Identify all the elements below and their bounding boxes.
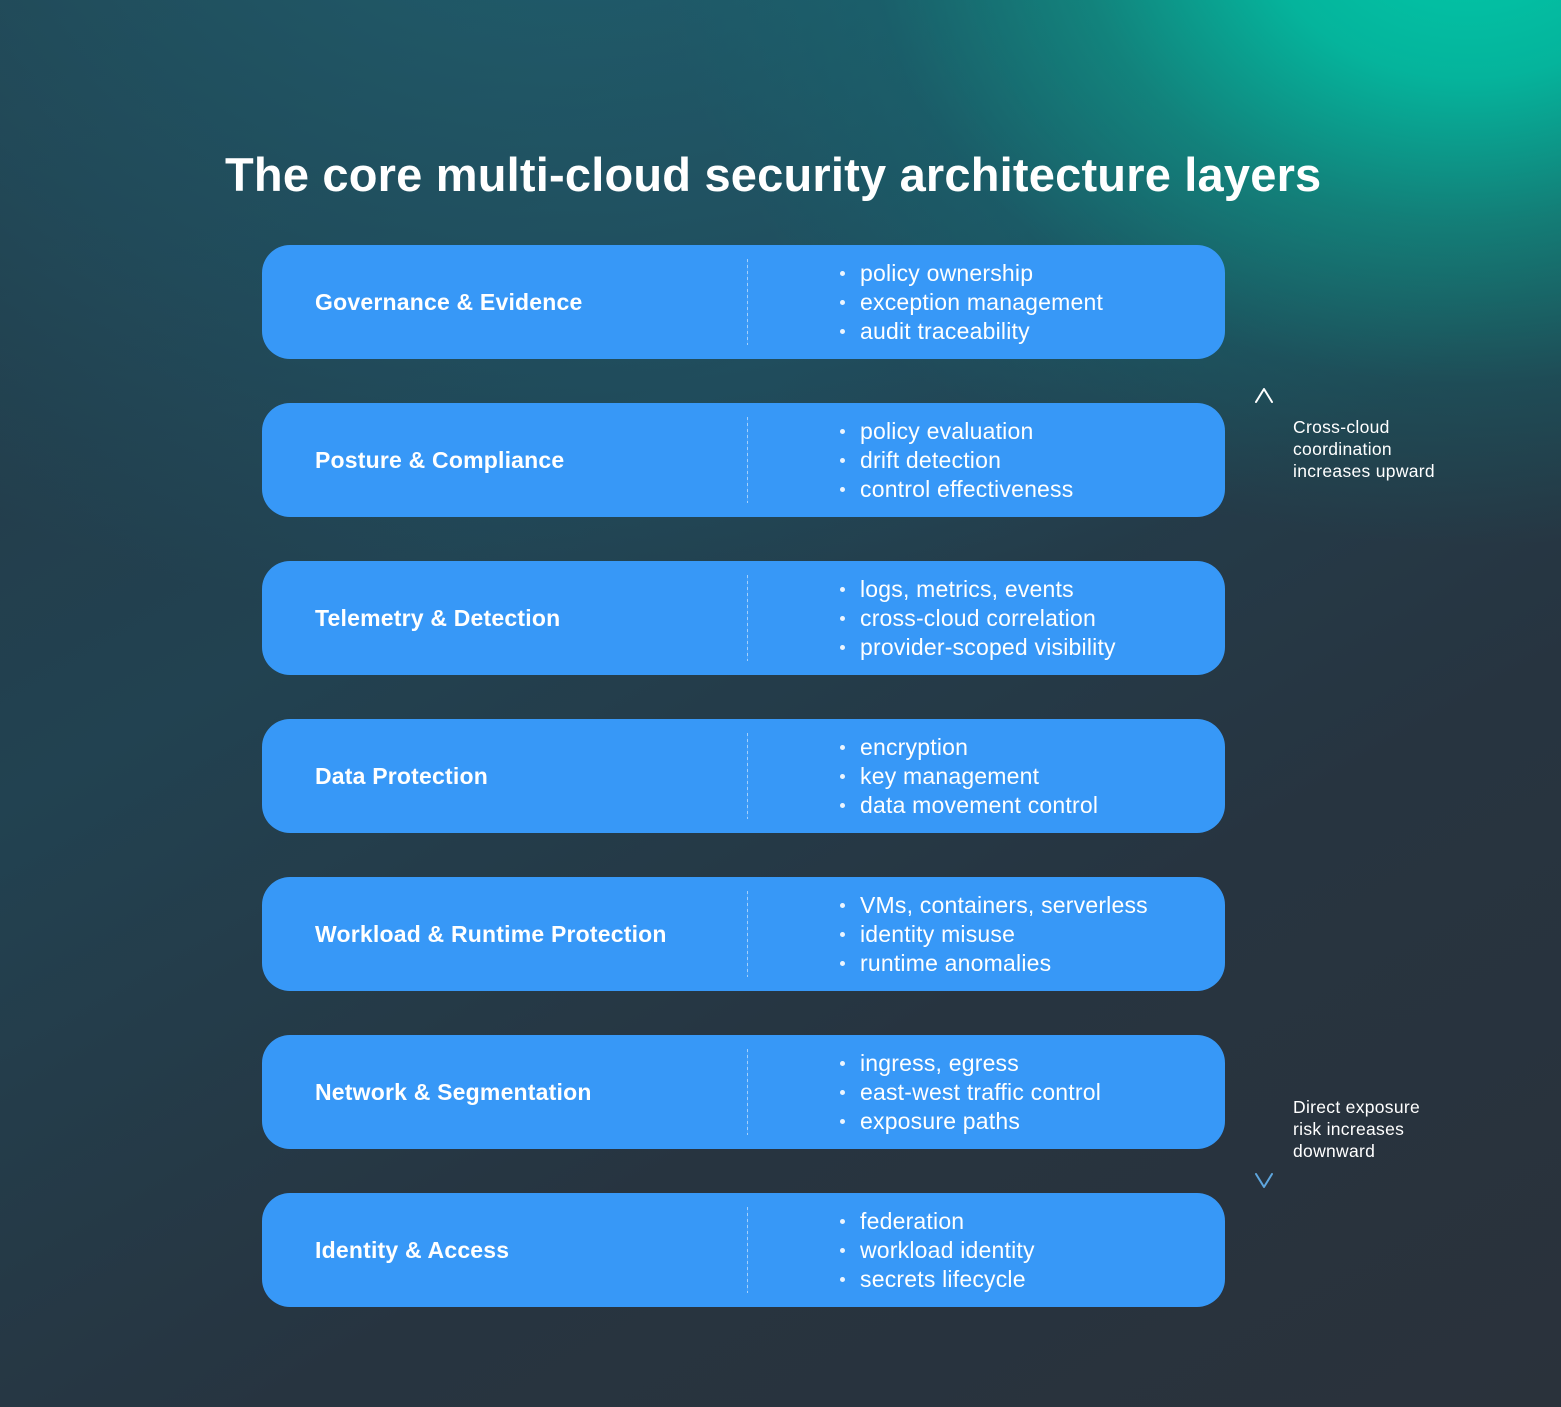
arrow-head-up-icon bbox=[1255, 388, 1273, 403]
layer-card-telemetry-detection: Telemetry & Detection logs, metrics, eve… bbox=[262, 561, 1225, 675]
layer-name: Governance & Evidence bbox=[315, 288, 583, 315]
coordination-axis-arrow bbox=[1255, 388, 1273, 1188]
layer-bullet: data movement control bbox=[838, 791, 1098, 820]
layer-bullet: provider-scoped visibility bbox=[838, 633, 1116, 662]
card-divider bbox=[747, 417, 748, 503]
layer-card-network-segmentation: Network & Segmentation ingress, egress e… bbox=[262, 1035, 1225, 1149]
layer-bullets: federation workload identity secrets lif… bbox=[838, 1193, 1035, 1307]
layer-bullet: identity misuse bbox=[838, 920, 1148, 949]
card-divider bbox=[747, 891, 748, 977]
layer-bullet: exception management bbox=[838, 288, 1103, 317]
layer-stack: Governance & Evidence policy ownership e… bbox=[262, 245, 1225, 1307]
card-divider bbox=[747, 1049, 748, 1135]
layer-card-data-protection: Data Protection encryption key managemen… bbox=[262, 719, 1225, 833]
layer-bullets: policy evaluation drift detection contro… bbox=[838, 403, 1073, 517]
layer-bullet: control effectiveness bbox=[838, 475, 1073, 504]
layer-bullet: key management bbox=[838, 762, 1098, 791]
card-divider bbox=[747, 259, 748, 345]
layer-bullet: runtime anomalies bbox=[838, 949, 1148, 978]
layer-bullets: logs, metrics, events cross-cloud correl… bbox=[838, 561, 1116, 675]
layer-name: Workload & Runtime Protection bbox=[315, 920, 667, 947]
layer-card-identity-access: Identity & Access federation workload id… bbox=[262, 1193, 1225, 1307]
layer-bullet: cross-cloud correlation bbox=[838, 604, 1116, 633]
layer-bullet: VMs, containers, serverless bbox=[838, 891, 1148, 920]
card-divider bbox=[747, 1207, 748, 1293]
layer-bullet: ingress, egress bbox=[838, 1049, 1101, 1078]
layer-card-governance-evidence: Governance & Evidence policy ownership e… bbox=[262, 245, 1225, 359]
layer-bullets: encryption key management data movement … bbox=[838, 719, 1098, 833]
layer-bullet: secrets lifecycle bbox=[838, 1265, 1035, 1294]
card-divider bbox=[747, 733, 748, 819]
layer-bullet: drift detection bbox=[838, 446, 1073, 475]
axis-label-top: Cross-cloud coordination increases upwar… bbox=[1293, 417, 1435, 481]
layer-bullets: VMs, containers, serverless identity mis… bbox=[838, 877, 1148, 991]
axis-label-bottom: Direct exposure risk increases downward bbox=[1293, 1097, 1421, 1161]
card-divider bbox=[747, 575, 748, 661]
layer-bullet: audit traceability bbox=[838, 317, 1103, 346]
layer-name: Identity & Access bbox=[315, 1236, 510, 1263]
layer-card-workload-runtime-protection: Workload & Runtime Protection VMs, conta… bbox=[262, 877, 1225, 991]
layer-name: Data Protection bbox=[315, 762, 488, 789]
page-title: The core multi-cloud security architectu… bbox=[225, 148, 1322, 202]
layer-name: Posture & Compliance bbox=[315, 446, 565, 473]
layer-bullet: encryption bbox=[838, 733, 1098, 762]
layer-bullets: ingress, egress east-west traffic contro… bbox=[838, 1035, 1101, 1149]
layer-name: Network & Segmentation bbox=[315, 1078, 592, 1105]
layer-card-posture-compliance: Posture & Compliance policy evaluation d… bbox=[262, 403, 1225, 517]
layer-name: Telemetry & Detection bbox=[315, 604, 561, 631]
layer-bullet: logs, metrics, events bbox=[838, 575, 1116, 604]
layer-bullet: exposure paths bbox=[838, 1107, 1101, 1136]
layer-bullets: policy ownership exception management au… bbox=[838, 245, 1103, 359]
layer-bullet: workload identity bbox=[838, 1236, 1035, 1265]
layer-bullet: federation bbox=[838, 1207, 1035, 1236]
arrow-head-down-icon bbox=[1255, 1173, 1273, 1188]
layer-bullet: policy ownership bbox=[838, 259, 1103, 288]
layer-bullet: policy evaluation bbox=[838, 417, 1073, 446]
layer-bullet: east-west traffic control bbox=[838, 1078, 1101, 1107]
